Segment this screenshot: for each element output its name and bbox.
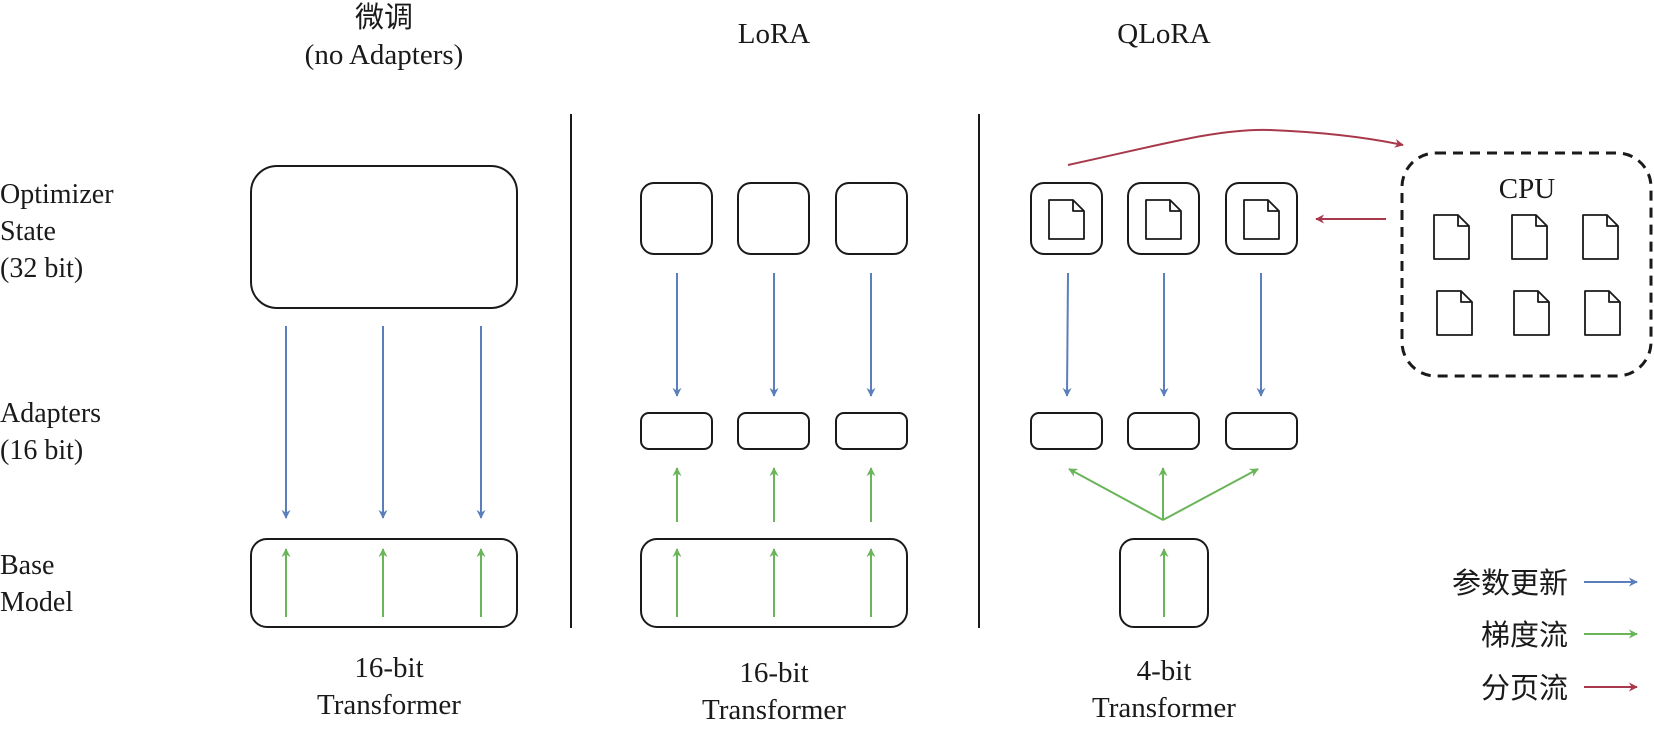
row-label-adapters-line1: Adapters <box>0 398 101 429</box>
legend-gradient-flow-label: 梯度流 <box>1481 619 1568 652</box>
legend-paging-flow-label: 分页流 <box>1481 672 1568 705</box>
row-label-adapters-line2: (16 bit) <box>0 435 83 466</box>
finetune-footer-line1: 16-bit <box>354 652 423 684</box>
finetune-title-line1: 微调 <box>355 1 413 34</box>
qlora-adapter-box <box>1127 412 1200 450</box>
row-label-base-line1: Base <box>0 550 54 581</box>
qlora-param-update-arrow <box>1062 272 1072 397</box>
document-page-icon <box>1433 214 1470 260</box>
lora-adapter-box <box>737 412 810 450</box>
qlora-footer-line1: 4-bit <box>1137 655 1192 687</box>
lora-title: LoRA <box>738 18 811 50</box>
document-page-icon <box>1048 199 1085 240</box>
document-page-icon <box>1584 290 1621 336</box>
qlora-footer-line2: Transformer <box>1092 692 1236 724</box>
cpu-label: CPU <box>1499 173 1555 205</box>
legend-param-update-label: 参数更新 <box>1452 567 1568 600</box>
row-label-optimizer-line1: Optimizer <box>0 179 114 210</box>
qlora-adapter-box <box>1225 412 1298 450</box>
paging-flow-arrow-to-cpu <box>1067 128 1404 166</box>
lora-footer-line2: Transformer <box>702 694 846 726</box>
lora-footer-line1: 16-bit <box>739 657 808 689</box>
document-page-icon <box>1513 290 1550 336</box>
finetune-optimizer-state-box <box>250 165 518 309</box>
qlora-adapter-box <box>1030 412 1103 450</box>
row-label-optimizer-line2: State <box>0 216 56 247</box>
lora-adapter-box <box>835 412 908 450</box>
lora-optimizer-state-box <box>737 182 810 255</box>
qlora-gradient-arrow <box>1068 468 1164 521</box>
lora-adapter-box <box>640 412 713 450</box>
row-label-base-line2: Model <box>0 587 73 618</box>
qlora-title: QLoRA <box>1117 18 1211 50</box>
finetune-title-line2: (no Adapters) <box>305 39 464 71</box>
row-label-optimizer-line3: (32 bit) <box>0 253 83 284</box>
document-page-icon <box>1582 214 1619 260</box>
document-page-icon <box>1145 199 1182 240</box>
document-page-icon <box>1243 199 1280 240</box>
finetune-footer-line2: Transformer <box>317 689 461 721</box>
document-page-icon <box>1511 214 1548 260</box>
document-page-icon <box>1436 290 1473 336</box>
lora-optimizer-state-box <box>640 182 713 255</box>
lora-optimizer-state-box <box>835 182 908 255</box>
qlora-gradient-arrow <box>1162 468 1259 521</box>
